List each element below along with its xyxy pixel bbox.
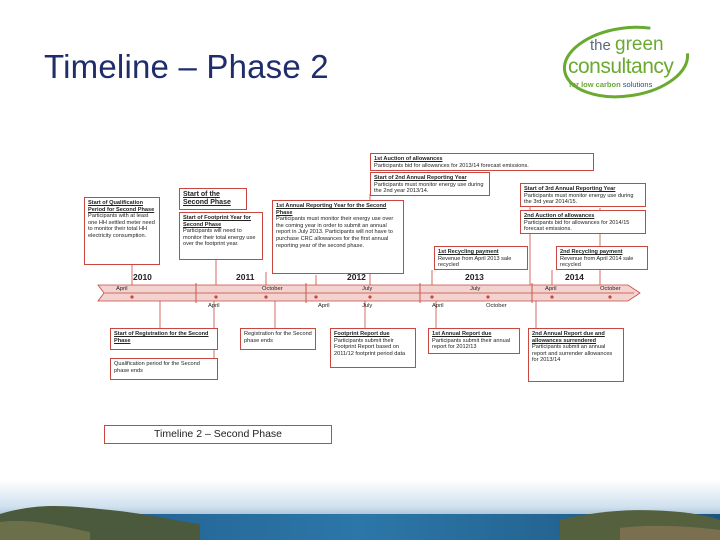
month-label: July (470, 286, 481, 292)
logo-line1: the green (590, 34, 664, 55)
month-label: October (262, 286, 283, 292)
month-label: April (318, 303, 330, 309)
event-box-start-second-phase: Start of the Second Phase (179, 188, 247, 210)
logo-tagline: for low carbon solutions (569, 80, 653, 89)
event-box-registration-start: Start of Registration for the Second Pha… (110, 328, 218, 350)
year-label: 2010 (133, 272, 152, 282)
slide-title: Timeline – Phase 2 (44, 48, 329, 85)
coastal-footer-image (0, 480, 720, 540)
timeline-caption: Timeline 2 – Second Phase (104, 425, 332, 444)
event-box-footprint-year: Start of Footprint Year for Second Phase… (179, 212, 263, 260)
month-label: July (362, 303, 373, 309)
month-label: October (600, 286, 621, 292)
month-label: April (545, 286, 557, 292)
month-label: October (486, 303, 507, 309)
event-box-registration-ends: Registration for the Second phase ends (240, 328, 316, 350)
year-label: 2013 (465, 272, 484, 282)
logo-line2: consultancy (568, 55, 674, 78)
event-box-1st-reporting-year: 1st Annual Reporting Year for the Second… (272, 200, 404, 274)
event-box-qualification-period: Start of Qualification Period for Second… (84, 197, 160, 265)
month-label: April (116, 286, 128, 292)
logo-swoosh-icon (562, 25, 690, 99)
year-label: 2014 (565, 272, 584, 282)
event-box-qualification-ends: Qualification period for the Second phas… (110, 358, 218, 380)
year-label: 2011 (236, 272, 255, 282)
month-label: April (432, 303, 444, 309)
company-logo: the green consultancy for low carbon sol… (560, 22, 695, 100)
event-box-2nd-annual-report: 2nd Annual Report due and allowances sur… (528, 328, 624, 382)
year-label: 2012 (347, 272, 366, 282)
month-label: April (208, 303, 220, 309)
timeline-markers (130, 295, 612, 299)
year-dividers (195, 283, 533, 303)
month-label: July (362, 286, 373, 292)
